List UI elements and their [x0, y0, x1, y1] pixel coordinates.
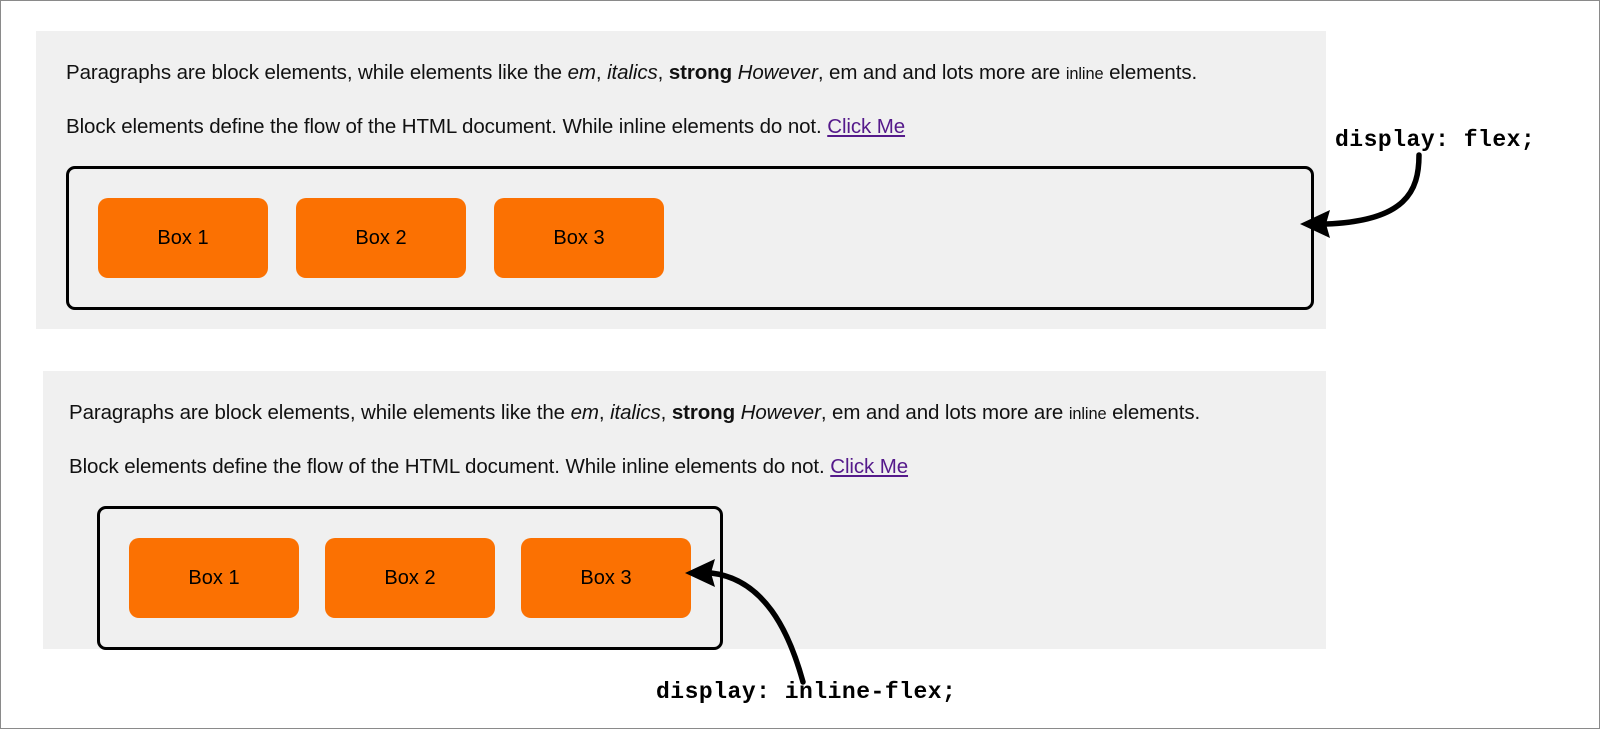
em-word-3: However [737, 61, 818, 84]
paragraph-text-part-1: Paragraphs are block elements, while ele… [66, 61, 568, 84]
paragraph-text-part-2: , em and and lots more are [820, 401, 1069, 424]
flex-annotation-label: display: flex; [1335, 127, 1536, 153]
paragraph-text-part-1: Block elements define the flow of the HT… [69, 455, 831, 479]
flex-paragraph-2: Block elements define the flow of the HT… [66, 112, 1310, 141]
inline-flex-box-2[interactable]: Box 2 [325, 538, 495, 619]
inline-flex-annotation-label: display: inline-flex; [656, 679, 957, 705]
inline-flex-box-3[interactable]: Box 3 [521, 538, 691, 619]
flex-demo-section: Paragraphs are block elements, while ele… [36, 31, 1326, 329]
click-me-link[interactable]: Click Me [827, 115, 906, 139]
paragraph-separator-1: , [598, 401, 611, 424]
em-word-3: However [740, 401, 821, 424]
em-word-1: em [570, 401, 599, 424]
em-word-2: italics [607, 61, 658, 84]
strong-word-1: strong [671, 401, 736, 424]
paragraph-text-part-1: Block elements define the flow of the HT… [66, 115, 828, 139]
paragraph-separator-1: , [595, 61, 608, 84]
em-word-2: italics [610, 401, 661, 424]
flex-paragraph-1: Paragraphs are block elements, while ele… [66, 58, 1310, 87]
small-word-1: inline [1065, 65, 1104, 83]
flex-box-1[interactable]: Box 1 [98, 198, 268, 279]
strong-word-1: strong [668, 61, 733, 84]
inline-flex-demo-section: Paragraphs are block elements, while ele… [43, 371, 1326, 651]
click-me-link[interactable]: Click Me [830, 455, 909, 479]
paragraph-separator-2: , [657, 61, 669, 84]
inline-flex-box-1[interactable]: Box 1 [129, 538, 299, 619]
inline-flex-container: Box 1 Box 2 Box 3 [97, 506, 723, 651]
flex-container: Box 1 Box 2 Box 3 [66, 166, 1314, 311]
inline-flex-paragraph-1: Paragraphs are block elements, while ele… [69, 398, 1300, 427]
paragraph-text-part-3: elements. [1103, 61, 1198, 84]
paragraph-text-part-3: elements. [1106, 401, 1201, 424]
small-word-1: inline [1068, 405, 1107, 423]
inline-flex-paragraph-2: Block elements define the flow of the HT… [69, 452, 1300, 481]
flex-box-3[interactable]: Box 3 [494, 198, 664, 279]
em-word-1: em [567, 61, 596, 84]
flex-box-2[interactable]: Box 2 [296, 198, 466, 279]
paragraph-separator-2: , [660, 401, 672, 424]
paragraph-text-part-1: Paragraphs are block elements, while ele… [69, 401, 571, 424]
paragraph-text-part-2: , em and and lots more are [817, 61, 1066, 84]
